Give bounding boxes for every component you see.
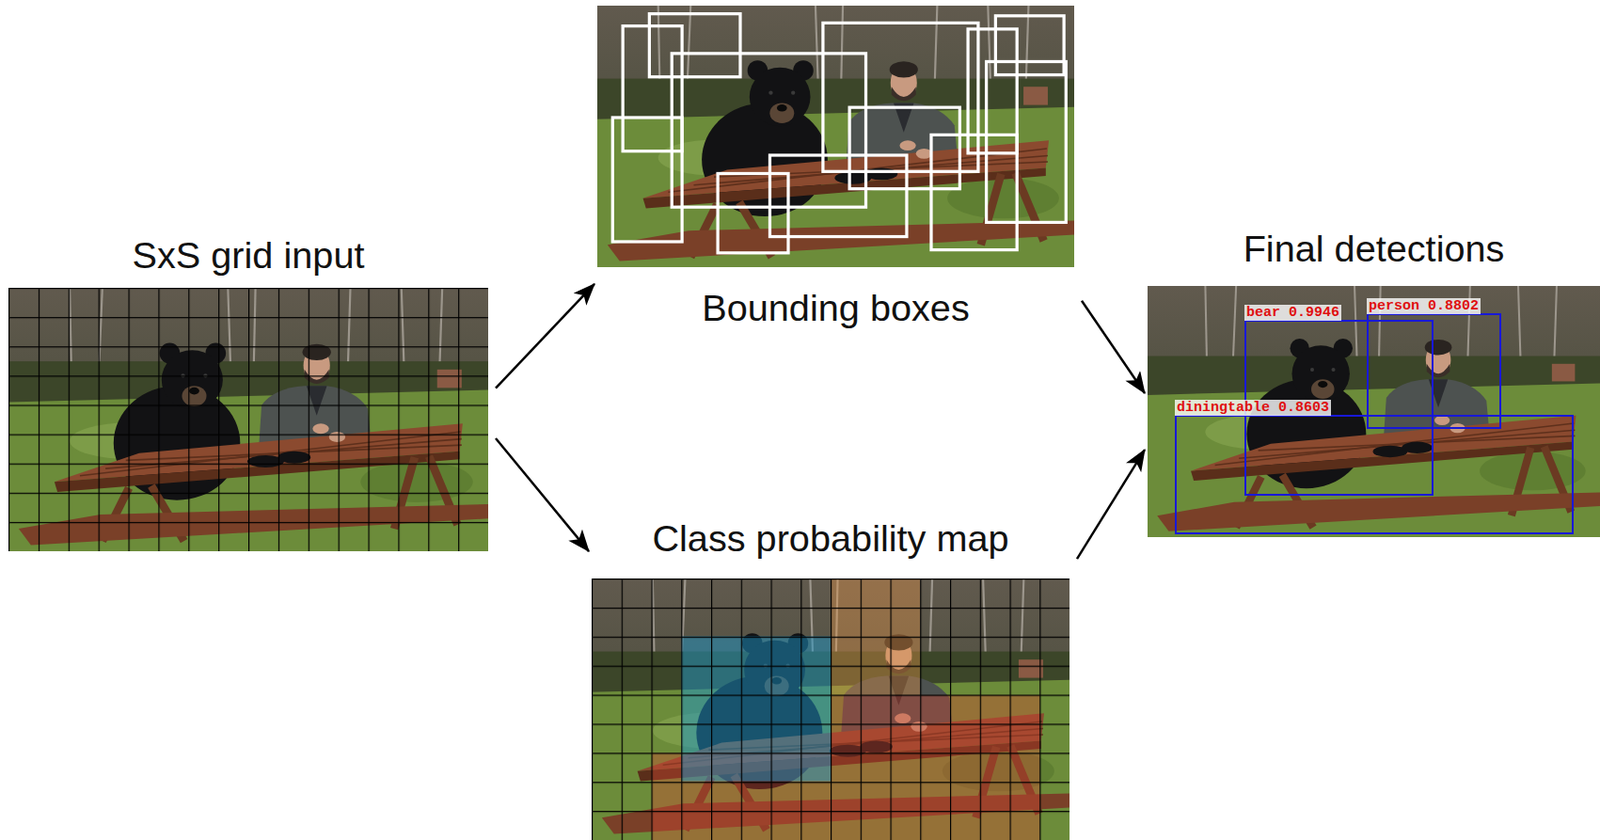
class-overlay xyxy=(591,578,1070,840)
image-panel: SxS grid input xyxy=(8,231,489,552)
image-panel: Class probability map xyxy=(591,514,1070,840)
flow-arrow xyxy=(495,438,589,552)
panel-title: Bounding boxes xyxy=(597,284,1075,332)
flow-arrow xyxy=(495,284,595,389)
final-detections-panel xyxy=(1147,285,1600,538)
panel-title: SxS grid input xyxy=(8,231,489,279)
grid-input-panel xyxy=(8,287,489,552)
class-map-panel xyxy=(591,578,1070,840)
detection-label: diningtable 0.8603 xyxy=(1174,399,1331,416)
image-panel: Bounding boxes xyxy=(597,5,1075,332)
flow-arrow xyxy=(1077,449,1145,559)
photo xyxy=(1147,285,1600,538)
detection-box: diningtable 0.8603 xyxy=(1174,414,1574,535)
detection-label: person 0.8802 xyxy=(1366,298,1481,315)
grid xyxy=(8,287,489,552)
photo xyxy=(8,287,489,552)
candidate-boxes xyxy=(612,14,1066,254)
flow-arrow xyxy=(1081,300,1145,394)
photo xyxy=(591,578,1070,840)
image-panel: Final detections bear 0.9946 person 0.8802… xyxy=(1147,224,1600,538)
detection-box: person 0.8802 xyxy=(1366,313,1502,429)
panel-title: Final detections xyxy=(1147,224,1600,272)
photo xyxy=(597,5,1075,268)
panel-title: Class probability map xyxy=(591,514,1070,562)
detection-label: bear 0.9946 xyxy=(1244,304,1342,321)
bounding-boxes-panel xyxy=(597,5,1075,268)
